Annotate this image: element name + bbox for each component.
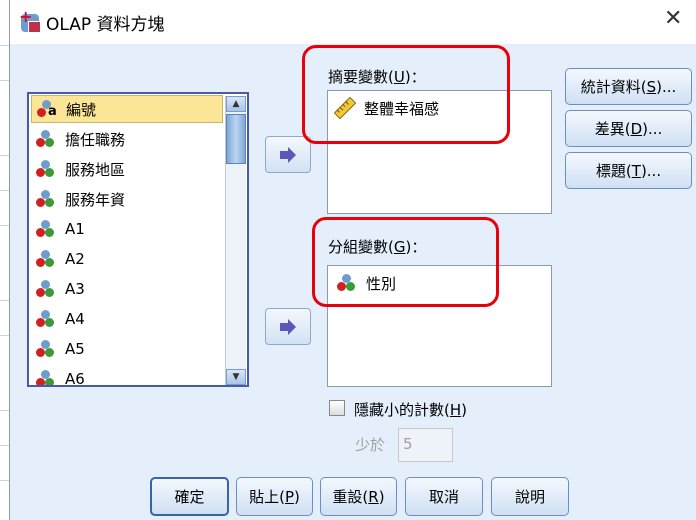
nominal-variable-icon xyxy=(334,272,360,294)
reset-button[interactable]: 重設(R) xyxy=(320,477,397,516)
button-accesskey: P xyxy=(284,487,295,506)
variable-label: 擔任職務 xyxy=(65,130,126,149)
variable-label: A1 xyxy=(65,220,85,238)
nominal-variable-icon xyxy=(33,248,59,270)
variable-label: A2 xyxy=(65,250,85,268)
nominal-variable-icon xyxy=(33,308,59,330)
variable-label: 服務年資 xyxy=(65,190,126,209)
button-label-main: 確定 xyxy=(174,488,205,506)
variable-list-item[interactable]: A2 xyxy=(31,245,223,273)
nominal-variable-icon xyxy=(33,188,59,210)
button-label-end: )... xyxy=(640,161,662,180)
button-accesskey: T xyxy=(631,161,641,180)
nominal-variable-icon xyxy=(33,218,59,240)
button-accesskey: S xyxy=(646,77,657,96)
variable-list-item[interactable]: A4 xyxy=(31,305,223,333)
hide-small-counts-checkbox[interactable] xyxy=(329,400,345,416)
button-label-end: ) xyxy=(294,487,300,506)
variable-list-item[interactable]: 擔任職務 xyxy=(31,125,223,153)
button-label-main: 說明 xyxy=(514,488,545,506)
grouping-variables-label: 分組變數(G)： xyxy=(328,238,427,256)
grouping-variables-list[interactable]: 性別 xyxy=(327,265,552,387)
button-label-main: 統計資料( xyxy=(580,78,647,96)
summary-variables-list[interactable]: 整體幸福感 xyxy=(327,90,552,214)
variable-list-item[interactable]: a 編號 xyxy=(31,95,223,123)
arrow-right-icon xyxy=(280,146,296,163)
less-than-label: 少於 xyxy=(355,436,386,454)
variable-list-item[interactable]: 服務年資 xyxy=(31,185,223,213)
cancel-button[interactable]: 取消 xyxy=(405,477,483,516)
scroll-down-button[interactable]: ▼ xyxy=(226,369,246,385)
variable-label: 編號 xyxy=(66,100,97,119)
variable-label: A6 xyxy=(65,370,85,387)
title-bar xyxy=(10,0,696,44)
nominal-variable-icon xyxy=(33,278,59,300)
variable-label: A4 xyxy=(65,310,85,328)
statistics-button[interactable]: 統計資料(S)... xyxy=(565,68,692,105)
button-accesskey: R xyxy=(368,487,379,506)
less-than-input[interactable]: 5 xyxy=(398,428,453,462)
ok-button[interactable]: 確定 xyxy=(150,477,229,516)
variable-list-item[interactable]: A1 xyxy=(31,215,223,243)
scale-ruler-icon xyxy=(334,97,356,119)
button-label-end: ) xyxy=(378,487,385,506)
move-to-summary-button[interactable] xyxy=(265,136,311,173)
differences-button[interactable]: 差異(D)... xyxy=(565,110,692,147)
scroll-up-button[interactable]: ▲ xyxy=(226,96,246,112)
variable-list-item[interactable]: A6 xyxy=(31,365,223,387)
move-to-grouping-button[interactable] xyxy=(265,308,311,345)
grouping-item-label: 性別 xyxy=(366,274,397,293)
arrow-right-icon xyxy=(280,318,296,335)
button-label-main: 標題( xyxy=(595,162,632,180)
list-item[interactable]: 性別 xyxy=(334,272,396,294)
button-label-end: )... xyxy=(642,119,663,138)
button-accesskey: D xyxy=(630,119,643,138)
button-label-main: 貼上( xyxy=(249,488,285,506)
nominal-string-variable-icon: a xyxy=(34,98,60,120)
button-label-main: 取消 xyxy=(428,488,459,506)
scroll-thumb[interactable] xyxy=(226,114,246,164)
summary-variables-label: 摘要變數(U)： xyxy=(328,68,426,86)
paste-button[interactable]: 貼上(P) xyxy=(236,477,313,516)
help-button[interactable]: 說明 xyxy=(491,477,569,516)
window-title: OLAP 資料方塊 xyxy=(46,15,165,35)
summary-item-label: 整體幸福感 xyxy=(364,99,440,118)
close-icon[interactable]: ✕ xyxy=(664,6,683,31)
button-label-end: )... xyxy=(656,77,677,96)
variable-list-item[interactable]: A3 xyxy=(31,275,223,303)
highlight-summary xyxy=(302,45,510,144)
hide-small-counts-label: 隱藏小的計數(H) xyxy=(354,401,467,419)
scrollbar[interactable]: ▲ ▼ xyxy=(225,96,246,385)
background-window-edge xyxy=(0,0,10,520)
nominal-variable-icon xyxy=(33,128,59,150)
button-label-main: 重設( xyxy=(332,488,369,506)
olap-app-icon: + xyxy=(18,9,42,34)
list-item[interactable]: 整體幸福感 xyxy=(334,97,439,119)
title-button[interactable]: 標題(T)... xyxy=(565,152,692,189)
nominal-variable-icon xyxy=(33,158,59,180)
nominal-variable-icon xyxy=(33,368,59,385)
variable-list-item[interactable]: 服務地區 xyxy=(31,155,223,183)
variable-label: A3 xyxy=(65,280,85,298)
variable-list-item[interactable]: A5 xyxy=(31,335,223,363)
highlight-grouping xyxy=(312,217,499,307)
button-label-main: 差異( xyxy=(594,120,631,138)
variable-label: A5 xyxy=(65,340,85,358)
variable-label: 服務地區 xyxy=(65,160,126,179)
nominal-variable-icon xyxy=(33,338,59,360)
